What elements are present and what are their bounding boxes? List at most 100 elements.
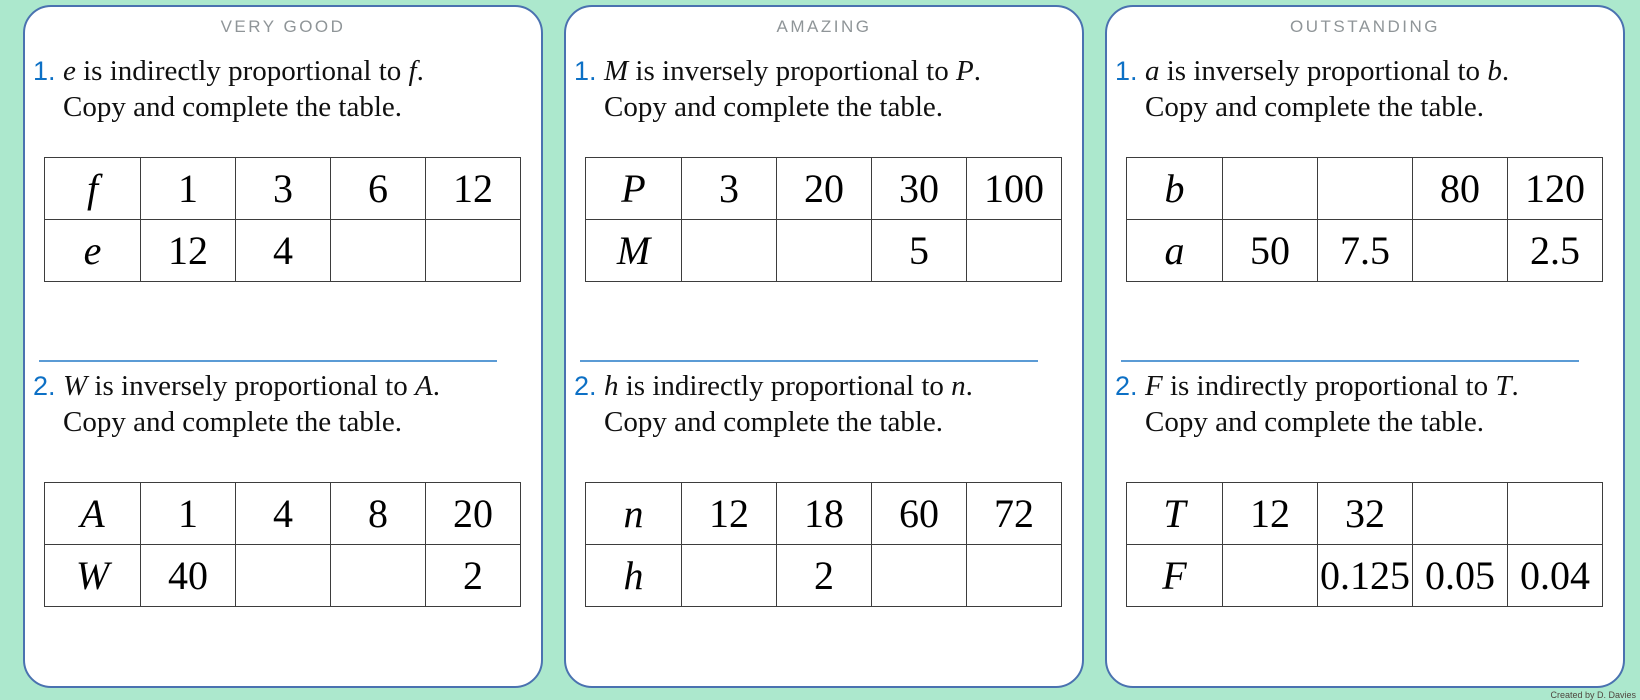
panel-amazing: AMAZING 1. M is inversely proportional t… [564,5,1084,688]
statement-period: . [1511,370,1519,402]
table-cell: 0.04 [1507,544,1603,607]
statement-period: . [432,370,440,402]
table-cell: 18 [776,482,872,545]
question-text: F is indirectly proportional to T. Copy … [1145,368,1519,440]
table-cell [776,219,872,282]
table-cell: 100 [966,157,1062,220]
table-cell: 2 [776,544,872,607]
instruction-line: Copy and complete the table. [63,406,403,438]
table-row: h 2 [585,544,1062,607]
variable: e [63,55,76,87]
proportion-table: n 12 18 60 72 h 2 [585,482,1062,607]
question-block: 2. F is indirectly proportional to T. Co… [1115,368,1613,440]
table-cell: 30 [871,157,967,220]
variable: W [63,370,88,402]
question-block: 1. M is inversely proportional to P. Cop… [574,53,1072,125]
table-cell [1507,482,1603,545]
table-cell: 32 [1317,482,1413,545]
table-cell: 60 [871,482,967,545]
question-divider [1121,360,1579,362]
table-cell [330,219,426,282]
table-cell [1412,482,1508,545]
variable-label: e [83,227,102,273]
table-cell: 12 [1222,482,1318,545]
statement-line: e is indirectly proportional to f. [63,53,424,89]
variable-label: f [86,165,99,211]
instruction-line: Copy and complete the table. [1145,406,1485,438]
statement-period: . [965,370,973,402]
variable-label: T [1163,490,1186,536]
table-row-label: A [44,482,141,545]
question-text: h is indirectly proportional to n. Copy … [604,368,973,440]
table-cell: 12 [425,157,521,220]
variable: F [1145,370,1163,402]
table-row-label: f [44,157,141,220]
statement-text: is indirectly proportional to [1162,370,1496,402]
table-row: T 12 32 [1126,482,1603,545]
table-row: n 12 18 60 72 [585,482,1062,545]
table-cell: 4 [235,219,331,282]
table-row: P 3 20 30 100 [585,157,1062,220]
table-cell: 40 [140,544,236,607]
panel-outstanding: OUTSTANDING 1. a is inversely proportion… [1105,5,1625,688]
variable: b [1487,55,1502,87]
statement-period: . [973,55,981,87]
proportion-table: A 1 4 8 20 W 40 2 [44,482,521,607]
statement-period: . [416,55,424,87]
question-divider [580,360,1038,362]
variable: P [955,55,974,87]
variable: f [408,55,417,87]
proportion-table: b 80 120 a 50 7.5 2.5 [1126,157,1603,282]
table-cell: 72 [966,482,1062,545]
statement-line: h is indirectly proportional to n. [604,368,973,404]
table-row: F 0.125 0.05 0.04 [1126,544,1603,607]
question-number: 1. [33,56,56,86]
table-cell [681,219,777,282]
table-cell: 7.5 [1317,219,1413,282]
table-cell [966,219,1062,282]
table-cell: 20 [776,157,872,220]
table-cell [235,544,331,607]
variable-label: h [623,552,644,598]
variable-label: F [1162,552,1187,598]
table-row-label: a [1126,219,1223,282]
table-cell: 3 [681,157,777,220]
table-cell [681,544,777,607]
variable: M [604,55,629,87]
question-number: 2. [33,371,56,401]
proportion-table: P 3 20 30 100 M 5 [585,157,1062,282]
statement-line: a is inversely proportional to b. [1145,53,1509,89]
table-cell [330,544,426,607]
instruction-line: Copy and complete the table. [604,91,944,123]
question-text: a is inversely proportional to b. Copy a… [1145,53,1509,125]
statement-text: is inversely proportional to [1159,55,1488,87]
table-cell: 2 [425,544,521,607]
table-cell [871,544,967,607]
table-cell [1222,157,1318,220]
question-number: 2. [574,371,597,401]
table-cell: 3 [235,157,331,220]
question-text: W is inversely proportional to A. Copy a… [63,368,440,440]
statement-text: is inversely proportional to [628,55,956,87]
panel-very-good: VERY GOOD 1. e is indirectly proportiona… [23,5,543,688]
table-row: W 40 2 [44,544,521,607]
question-number: 1. [1115,56,1138,86]
table-row-label: P [585,157,682,220]
table-cell: 1 [140,157,236,220]
panel-title: OUTSTANDING [1290,17,1440,36]
table-cell: 50 [1222,219,1318,282]
table-row: e 12 4 [44,219,521,282]
panel-title: VERY GOOD [220,17,346,36]
credit-text: Created by D. Davies [1550,690,1636,700]
variable-label: a [1164,227,1185,273]
table-cell: 120 [1507,157,1603,220]
table-cell [966,544,1062,607]
variable: n [951,370,966,402]
table-cell: 6 [330,157,426,220]
variable-label: M [616,227,651,273]
table-row-label: F [1126,544,1223,607]
statement-line: W is inversely proportional to A. [63,368,440,404]
instruction-line: Copy and complete the table. [604,406,944,438]
table-cell: 8 [330,482,426,545]
variable-label: W [75,552,110,598]
